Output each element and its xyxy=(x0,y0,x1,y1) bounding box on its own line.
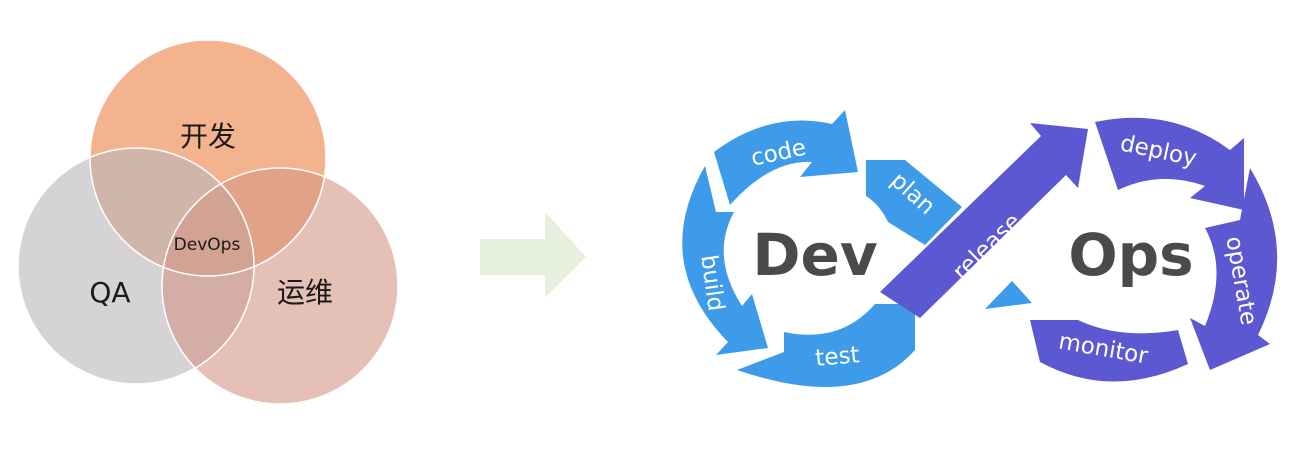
venn-ops-outline xyxy=(161,167,399,405)
venn-center-label: DevOps xyxy=(174,235,241,255)
venn-dev-label: 开发 xyxy=(180,120,236,153)
venn-diagram: 开发 QA 运维 DevOps xyxy=(17,39,399,405)
ops-title: Ops xyxy=(1068,221,1193,289)
test-segment xyxy=(737,304,915,387)
release-connector xyxy=(985,281,1032,309)
devops-infinity-loop: code plan build test release deploy oper… xyxy=(682,110,1278,387)
deploy-segment xyxy=(1095,117,1244,210)
venn-ops-circle xyxy=(162,168,398,404)
venn-qa-label: QA xyxy=(89,276,130,309)
venn-qa-outline xyxy=(17,147,255,385)
dev-title: Dev xyxy=(752,221,877,289)
release-bar xyxy=(880,123,1088,318)
operate-segment xyxy=(1190,168,1278,370)
right-arrow-icon xyxy=(480,212,586,298)
code-segment xyxy=(714,110,858,205)
ops-loop xyxy=(1030,117,1278,382)
dev-loop xyxy=(682,110,962,387)
test-label: test xyxy=(814,342,860,372)
plan-segment xyxy=(866,160,962,245)
venn-ops-label: 运维 xyxy=(277,276,333,309)
monitor-segment xyxy=(1030,320,1188,382)
build-segment xyxy=(682,166,768,355)
